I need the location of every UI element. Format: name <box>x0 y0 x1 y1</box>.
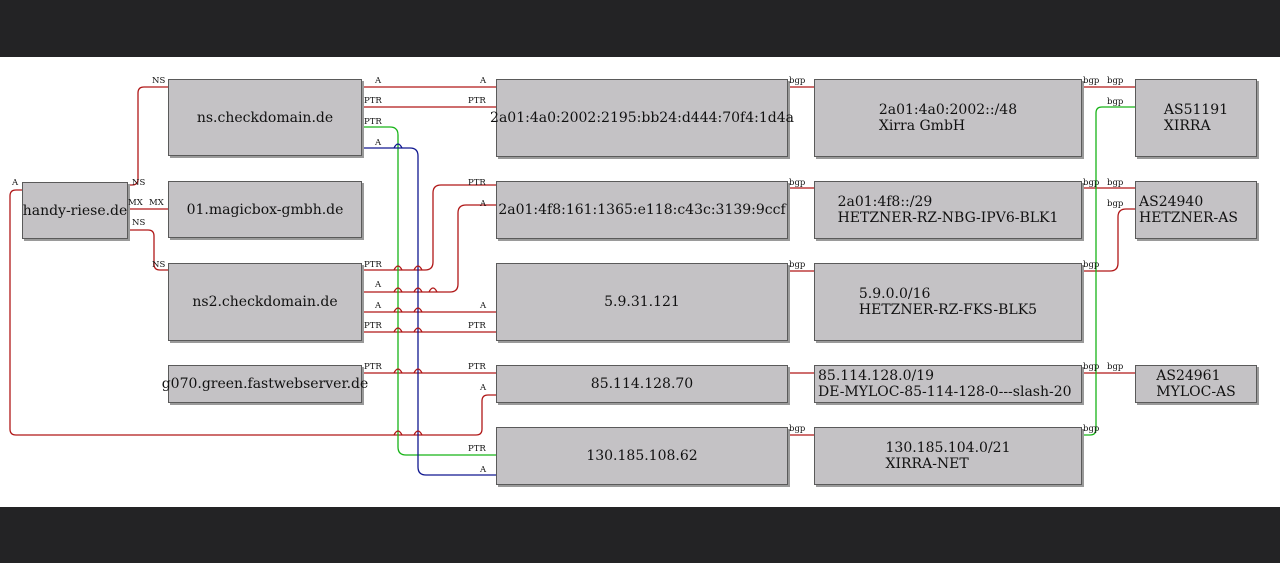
edge-label-bgp: bgp <box>1083 362 1100 372</box>
edge-label-bgp: bgp <box>1083 178 1100 188</box>
edge-label-ptr: PTR <box>468 321 486 331</box>
edge-label-ptr: PTR <box>468 96 486 106</box>
edge-label-a: A <box>480 465 487 475</box>
node-net4b-name: DE-MYLOC-85-114-128-0---slash-20 <box>818 384 1072 400</box>
node-handy-riese[interactable]: handy-riese.de <box>22 182 128 239</box>
node-ip4c-label: 130.185.108.62 <box>586 448 698 464</box>
edge-label-a: A <box>375 138 382 148</box>
node-ip4b-label: 85.114.128.70 <box>590 376 694 392</box>
edge-label-ptr: PTR <box>364 260 382 270</box>
edge-label-bgp: bgp <box>1083 424 1100 434</box>
edge-handy-ns2 <box>128 229 168 271</box>
node-ip4a-label: 5.9.31.121 <box>604 294 680 310</box>
edge-label-a: A <box>480 199 487 209</box>
edge-net4c-as51191 <box>1082 106 1135 436</box>
node-ns2-checkdomain[interactable]: ns2.checkdomain.de <box>168 263 362 341</box>
node-ip6b-label: 2a01:4f8:161:1365:e118:c43c:3139:9ccf <box>498 202 786 218</box>
edge-label-a: A <box>375 280 382 290</box>
edge-label-bgp: bgp <box>1107 97 1124 107</box>
edge-label-bgp: bgp <box>789 76 806 86</box>
node-as24961-name: MYLOC-AS <box>1156 384 1236 400</box>
edge-label-mx: MX <box>149 198 164 208</box>
node-ns-checkdomain[interactable]: ns.checkdomain.de <box>168 79 362 156</box>
node-net4c-prefix: 130.185.104.0/21 <box>885 440 1011 456</box>
edge-label-bgp: bgp <box>789 424 806 434</box>
edge-label-ptr: PTR <box>468 444 486 454</box>
node-as24940-name: HETZNER-AS <box>1139 210 1238 226</box>
edge-label-a: A <box>12 178 19 188</box>
blue-edges <box>362 147 496 476</box>
red-edges <box>9 86 1135 436</box>
node-as51191-number: AS51191 <box>1163 102 1229 118</box>
edge-label-bgp: bgp <box>1107 76 1124 86</box>
edge-ns2-ip6b-a <box>362 204 496 293</box>
edge-label-bgp: bgp <box>1107 199 1124 209</box>
edge-ip6b-ns2-ptr <box>362 184 496 271</box>
node-net4b-prefix: 85.114.128.0/19 <box>818 368 935 384</box>
diagram-canvas: handy-riese.de ns.checkdomain.de 01.magi… <box>0 57 1280 507</box>
edge-label-bgp: bgp <box>1107 178 1124 188</box>
edge-label-a: A <box>480 383 487 393</box>
node-ns2-checkdomain-label: ns2.checkdomain.de <box>192 294 338 310</box>
node-g070-label: g070.green.fastwebserver.de <box>161 376 369 392</box>
edge-label-ptr: PTR <box>364 362 382 372</box>
node-as24940-number: AS24940 <box>1139 194 1204 210</box>
node-ip6a[interactable]: 2a01:4a0:2002:2195:bb24:d444:70f4:1d4a <box>490 79 794 157</box>
edge-net4a-as24940 <box>1082 208 1135 272</box>
node-net4a-name: HETZNER-RZ-FKS-BLK5 <box>858 302 1038 318</box>
node-net6a-name: Xirra GmbH <box>878 118 966 134</box>
edge-label-bgp: bgp <box>1107 362 1124 372</box>
edge-label-ns: NS <box>152 76 166 86</box>
edge-label-a: A <box>480 76 487 86</box>
edge-layer <box>9 86 1135 476</box>
node-ip4a[interactable]: 5.9.31.121 <box>496 263 788 341</box>
edge-label-bgp: bgp <box>1083 260 1100 270</box>
node-net4a-prefix: 5.9.0.0/16 <box>858 286 931 302</box>
edge-label-bgp: bgp <box>1083 76 1100 86</box>
edge-label-ns: NS <box>132 218 146 228</box>
node-ip6b[interactable]: 2a01:4f8:161:1365:e118:c43c:3139:9ccf <box>496 181 788 239</box>
node-net6b-name: HETZNER-RZ-NBG-IPV6-BLK1 <box>837 210 1059 226</box>
crossing-bumps <box>393 143 438 436</box>
node-magicbox[interactable]: 01.magicbox-gmbh.de <box>168 181 362 238</box>
edge-label-a: A <box>375 76 382 86</box>
node-ns-checkdomain-label: ns.checkdomain.de <box>196 109 334 126</box>
node-as51191-name: XIRRA <box>1163 118 1211 134</box>
edge-label-ptr: PTR <box>468 178 486 188</box>
node-handy-riese-label: handy-riese.de <box>22 202 128 219</box>
edge-ns1-ip4c-ptr <box>362 126 496 456</box>
node-ip4c[interactable]: 130.185.108.62 <box>496 427 788 485</box>
edge-label-ptr: PTR <box>364 321 382 331</box>
node-net6a-prefix: 2a01:4a0:2002::/48 <box>878 102 1018 118</box>
node-ip4b[interactable]: 85.114.128.70 <box>496 365 788 403</box>
node-as24961-number: AS24961 <box>1156 368 1221 384</box>
edge-label-a: A <box>375 301 382 311</box>
node-ip6a-label: 2a01:4a0:2002:2195:bb24:d444:70f4:1d4a <box>490 110 794 126</box>
edge-label-ns: NS <box>132 178 146 188</box>
edge-label-bgp: bgp <box>789 260 806 270</box>
edge-label-bgp: bgp <box>789 178 806 188</box>
edge-label-ns: NS <box>152 260 166 270</box>
edge-label-ptr: PTR <box>364 96 382 106</box>
green-edges <box>362 106 1135 456</box>
edge-handy-ip4b-a <box>9 189 496 436</box>
node-magicbox-label: 01.magicbox-gmbh.de <box>186 201 344 218</box>
edge-label-mx: MX <box>128 198 143 208</box>
edge-label-ptr: PTR <box>468 362 486 372</box>
node-net6b-prefix: 2a01:4f8::/29 <box>837 194 933 210</box>
edge-ns1-ip4c-a <box>362 147 496 476</box>
edge-label-a: A <box>480 301 487 311</box>
node-net4c-name: XIRRA-NET <box>885 456 969 472</box>
node-g070[interactable]: g070.green.fastwebserver.de <box>162 365 368 403</box>
edge-label-ptr: PTR <box>364 117 382 127</box>
edge-handy-ns1 <box>128 86 168 186</box>
